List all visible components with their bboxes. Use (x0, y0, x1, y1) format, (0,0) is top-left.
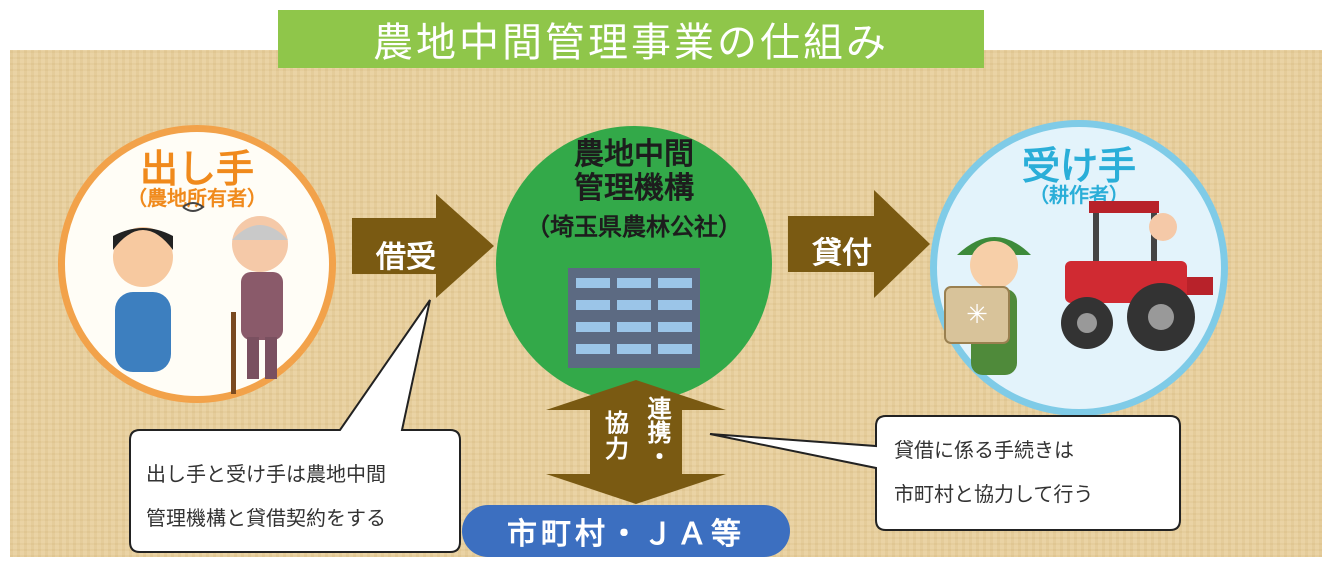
organization-name-line1: 農地中間 (574, 137, 694, 172)
cooperation-label-col1: 協力 (605, 409, 629, 463)
receiver-heading: 受け手 (1021, 144, 1136, 188)
cooperation-label-col2: 連携・ (643, 396, 671, 468)
borrow-arrow (352, 194, 494, 298)
worry-scribble-icon (182, 202, 205, 212)
organization-circle: 農地中間 管理機構 （埼玉県農林公社） (496, 126, 772, 402)
lend-arrow (788, 190, 930, 298)
rice-sack-icon (944, 286, 1010, 344)
tractor-roof-icon (1089, 201, 1159, 213)
cane-icon (231, 312, 236, 394)
svg-text:✳: ✳ (966, 300, 988, 330)
elder-face-icon (232, 216, 288, 272)
callout-left-bubble (129, 299, 461, 553)
callout-right-line1: 貸借に係る手続きは (894, 438, 1074, 462)
young-man-face-icon (113, 227, 173, 287)
giver-circle: 出し手 （農地所有者） (58, 125, 336, 403)
callout-right-bubble (709, 415, 1181, 531)
callout-right-line2: 市町村と協力して行う (894, 482, 1094, 506)
office-building-icon (568, 268, 700, 368)
callout-left-line2: 管理機構と貸借契約をする (146, 506, 386, 530)
cooperation-double-arrow (546, 380, 726, 504)
tractor-driver-icon (1149, 213, 1177, 241)
elder-body-icon (241, 272, 283, 340)
giver-subheading: （農地所有者） (127, 186, 267, 210)
young-man-body-icon (115, 292, 171, 372)
organization-name-line2: 管理機構 (574, 171, 694, 206)
callout-left-line1: 出し手と受け手は農地中間 (146, 462, 386, 486)
lend-label: 貸付 (812, 236, 872, 271)
borrow-label: 借受 (376, 240, 436, 275)
giver-heading: 出し手 (139, 147, 254, 191)
organization-name-line3: （埼玉県農林公社） (526, 213, 742, 241)
diagram-title: 農地中間管理事業の仕組み (278, 10, 984, 68)
receiver-circle: 受け手 （耕作者） ✳ (930, 120, 1228, 416)
farmer-face-icon (970, 241, 1018, 289)
landowners-illustration (113, 202, 288, 394)
municipality-pill: 市町村・ＪＡ等 (462, 505, 790, 557)
farmer-illustration: ✳ (944, 201, 1213, 375)
